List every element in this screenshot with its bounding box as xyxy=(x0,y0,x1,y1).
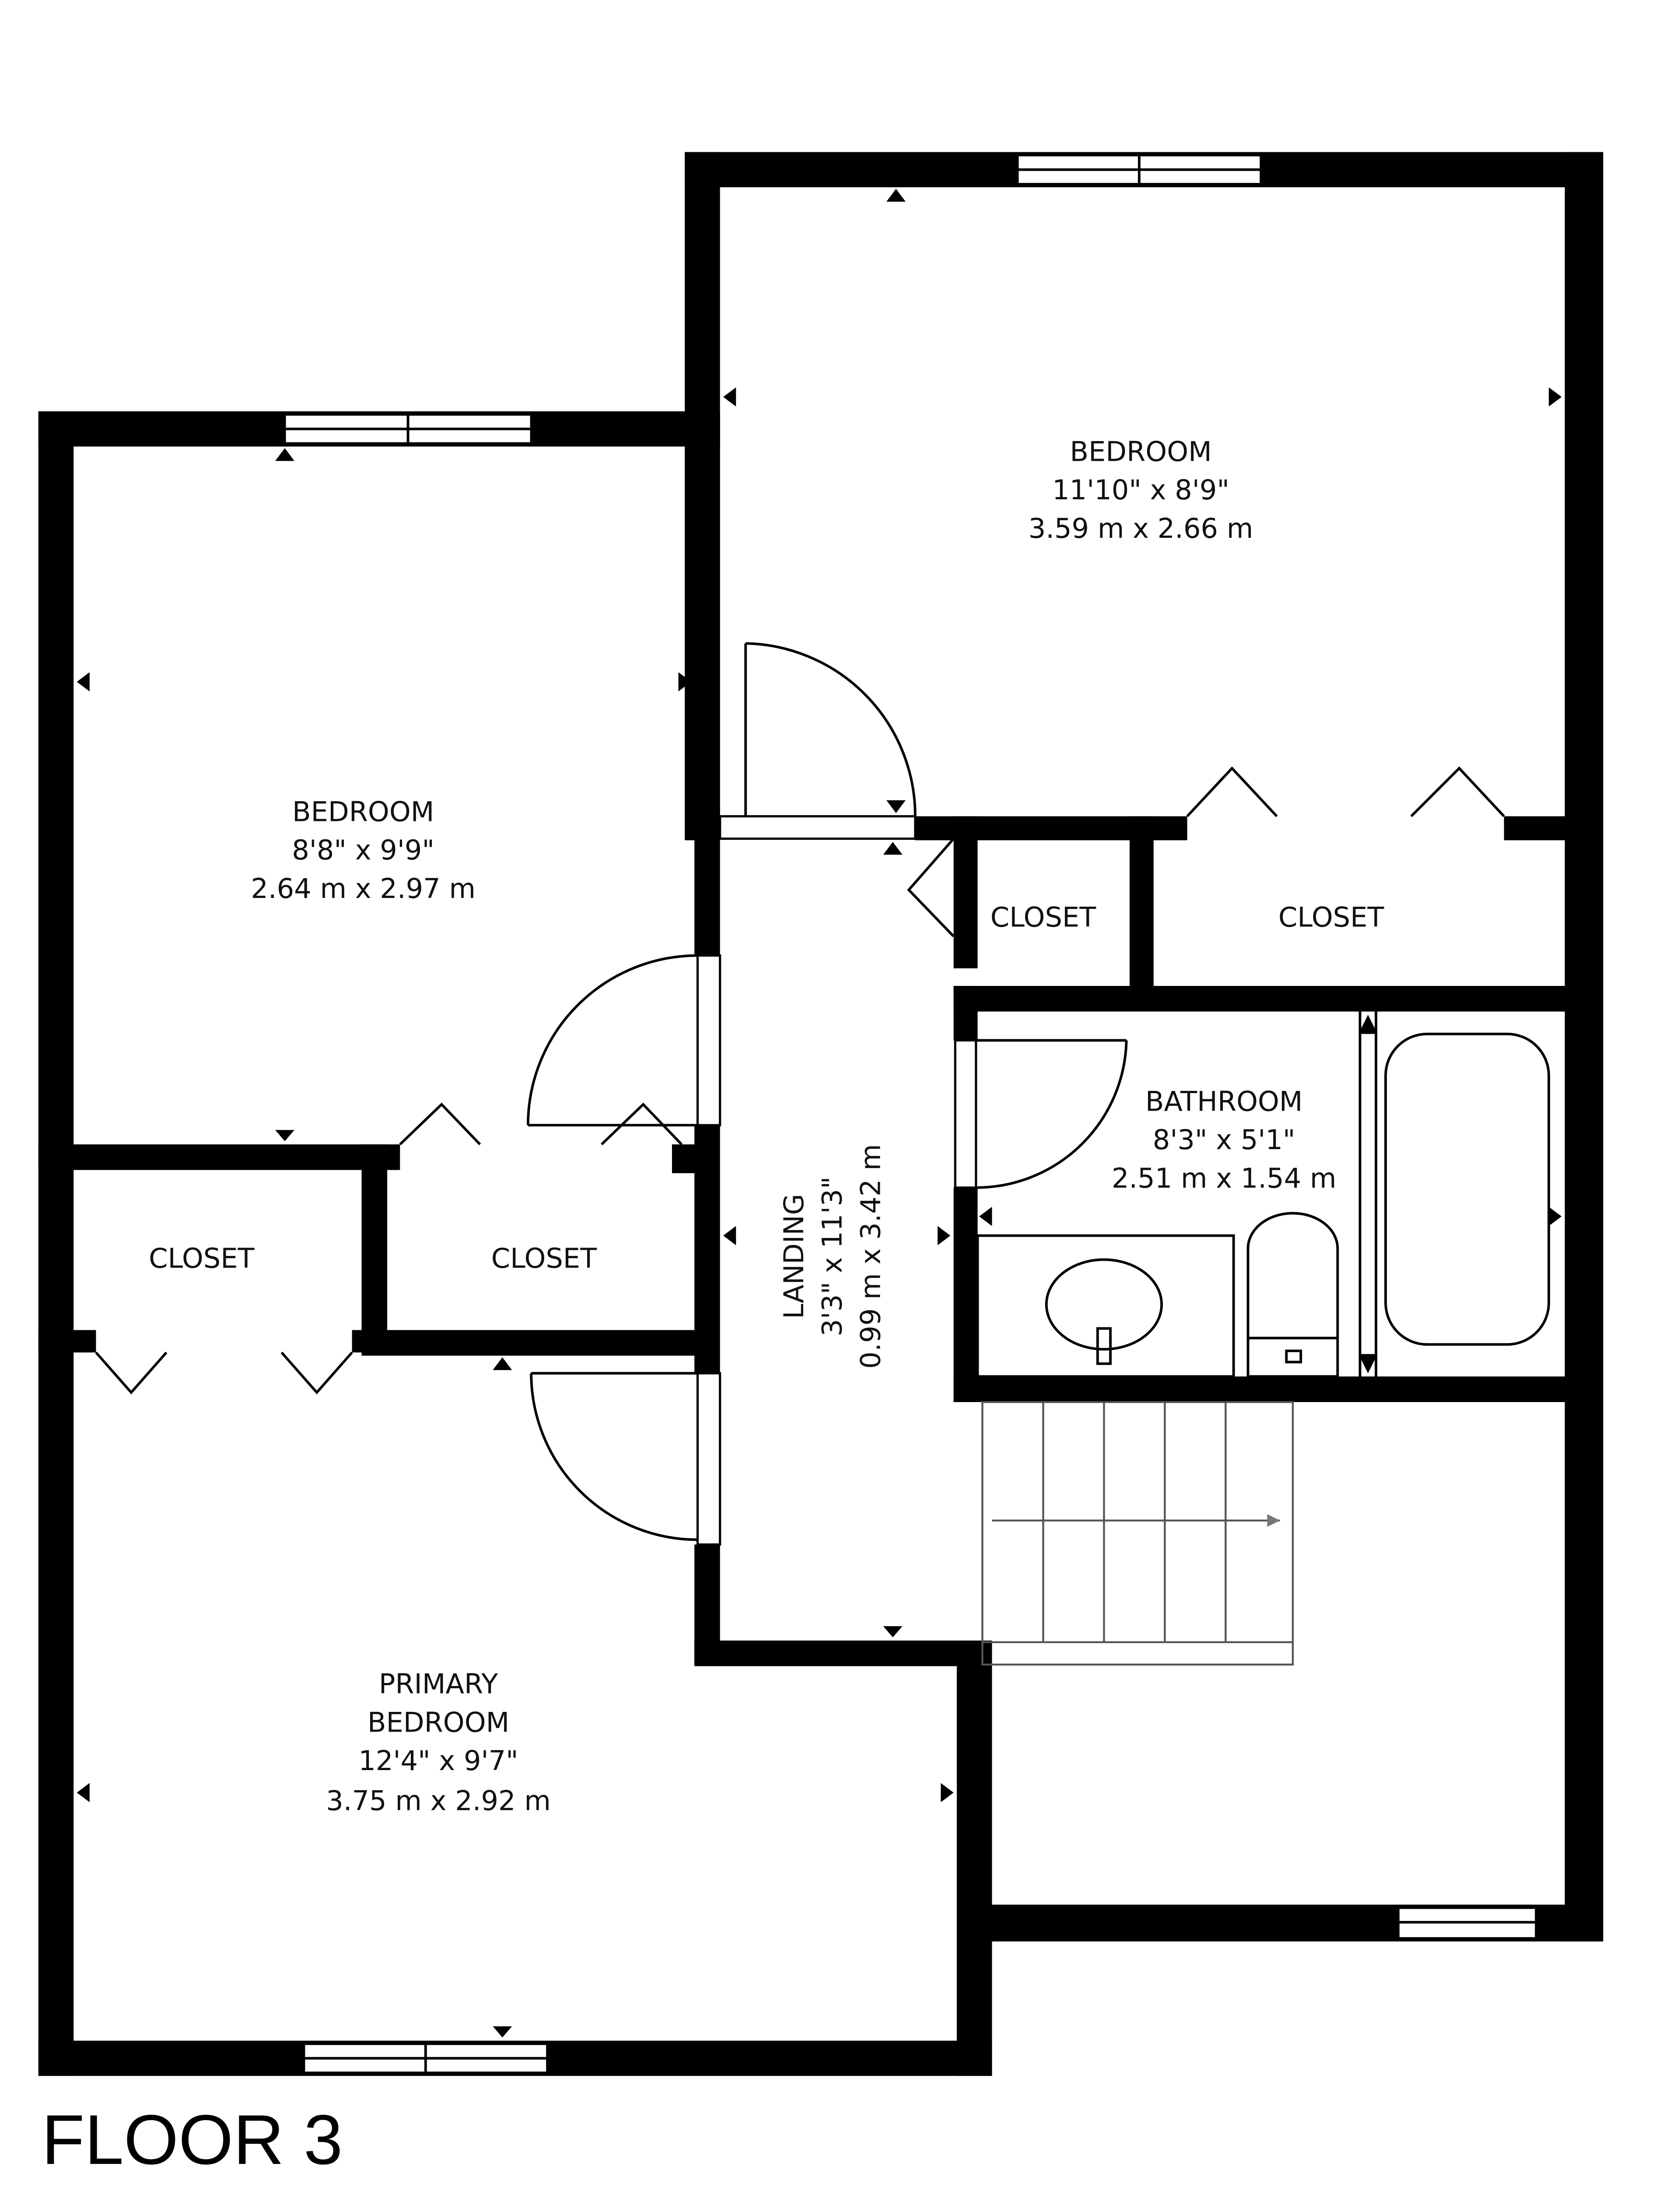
room-name: BATHROOM xyxy=(1145,1085,1303,1117)
toilet-icon xyxy=(1246,1212,1339,1378)
room-bedroom-top: BEDROOM 11'10" x 8'9" 3.59 m x 2.66 m xyxy=(1029,435,1253,544)
room-closet-top-right: CLOSET xyxy=(1278,901,1384,933)
room-closet-left: CLOSET xyxy=(149,1242,255,1274)
room-name-line2: BEDROOM xyxy=(368,1706,509,1738)
room-dims-metric: 2.51 m x 1.54 m xyxy=(1112,1162,1337,1194)
room-dims-imperial: 12'4" x 9'7" xyxy=(358,1745,518,1777)
room-closet-landing: CLOSET xyxy=(990,901,1096,933)
windows xyxy=(284,154,1537,2074)
room-closet-middle: CLOSET xyxy=(491,1242,597,1274)
walls xyxy=(38,152,1603,2076)
vanity-icon xyxy=(976,1234,1235,1378)
sink-icon xyxy=(1045,1258,1163,1351)
room-name-line1: PRIMARY xyxy=(379,1668,498,1700)
room-bedroom-left: BEDROOM 8'8" x 9'9" 2.64 m x 2.97 m xyxy=(251,796,476,905)
room-dims-metric: 2.64 m x 2.97 m xyxy=(251,873,476,905)
room-name: BEDROOM xyxy=(1070,435,1211,467)
room-primary-bedroom: PRIMARY BEDROOM 12'4" x 9'7" 3.75 m x 2.… xyxy=(326,1668,551,1817)
doors xyxy=(95,642,1505,1546)
bathtub-icon xyxy=(1384,1032,1550,1346)
room-dims-metric: 3.59 m x 2.66 m xyxy=(1029,512,1253,544)
stairs xyxy=(981,1401,1294,1666)
room-dims-imperial: 8'3" x 5'1" xyxy=(1153,1124,1295,1156)
dimension-markers xyxy=(77,189,1562,2038)
room-dims-imperial: 11'10" x 8'9" xyxy=(1052,474,1229,506)
room-name: LANDING xyxy=(778,1194,810,1319)
room-dims-imperial: 8'8" x 9'9" xyxy=(292,834,434,866)
bathroom-fixtures xyxy=(976,1011,1550,1378)
room-bathroom: BATHROOM 8'3" x 5'1" 2.51 m x 1.54 m xyxy=(1112,1085,1337,1194)
room-dims-metric: 0.99 m x 3.42 m xyxy=(854,1144,886,1369)
room-landing: LANDING 3'3" x 11'3" 0.99 m x 3.42 m xyxy=(778,1144,887,1369)
floor-title: FLOOR 3 xyxy=(42,2100,343,2179)
room-dims-imperial: 3'3" x 11'3" xyxy=(816,1176,848,1336)
room-dims-metric: 3.75 m x 2.92 m xyxy=(326,1785,551,1817)
room-name: BEDROOM xyxy=(292,796,434,828)
